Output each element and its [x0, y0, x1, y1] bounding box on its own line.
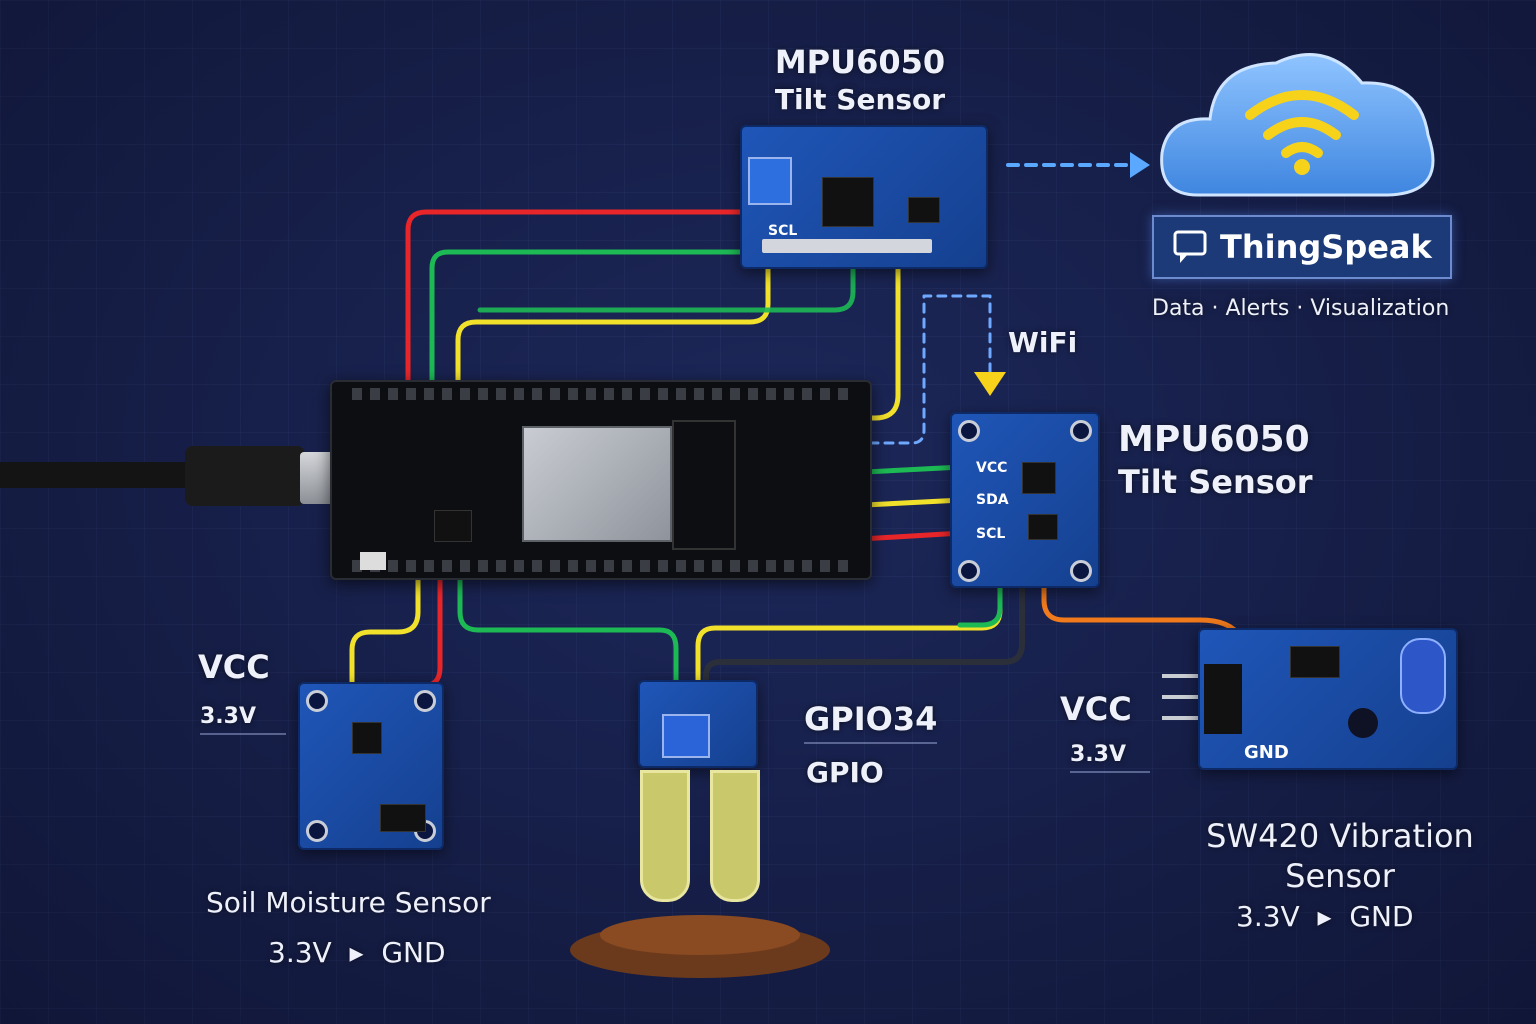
top-mpu6050-board: SCL [740, 125, 988, 269]
esp32-usb-chip [434, 510, 472, 542]
top-sensor-chip [822, 177, 874, 227]
vibration-sensor-name: SW420 Vibration Sensor [1190, 816, 1490, 896]
thingspeak-name: ThingSpeak [1220, 228, 1432, 266]
esp32-reset-button [360, 552, 386, 570]
vibration-capacitor [1400, 638, 1446, 714]
esp32-top-header [352, 388, 852, 400]
top-sensor-button [748, 157, 792, 205]
soil-sensor-regulator [380, 804, 426, 832]
wire-yellow-soil [349, 560, 421, 693]
right-sensor-title-line1: MPU6050 [1118, 419, 1310, 460]
probe-right-leg [710, 770, 760, 902]
right-sensor-pin-scl: SCL [976, 526, 1006, 542]
top-sensor-title-line2: Tilt Sensor [774, 83, 946, 116]
soil-sensor-name: Soil Moisture Sensor [206, 886, 491, 919]
chat-bubble-icon [1173, 230, 1207, 263]
right-sensor-small-chip [1028, 514, 1058, 540]
esp32-bottom-header [352, 560, 852, 572]
thingspeak-badge: ThingSpeak [1152, 215, 1452, 279]
vibration-voltage-label: 3.3V [1070, 742, 1150, 773]
top-sensor-pin-label: SCL [768, 223, 798, 239]
wire-green-probe [457, 560, 679, 688]
right-sensor-pin-sda: SDA [976, 492, 1009, 508]
probe-gpio-label: GPIO [806, 756, 884, 789]
soil-vcc-label: VCC [198, 648, 270, 686]
right-sensor-chip [1022, 462, 1056, 494]
thingspeak-tagline: Data · Alerts · Visualization [1152, 296, 1450, 321]
top-sensor-title-line1: MPU6050 [774, 43, 946, 81]
wire-yellow-top-sensor-scl [455, 242, 771, 388]
right-sensor-title-line2: Tilt Sensor [1118, 463, 1313, 501]
vibration-switch [1348, 708, 1378, 738]
probe-potentiometer [662, 714, 710, 758]
wifi-symbol-icon [1245, 90, 1359, 158]
vibration-gnd-label: GND [1244, 742, 1289, 763]
soil-power-line: 3.3V ▸ GND [268, 936, 446, 969]
vibration-chip [1290, 646, 1340, 678]
vibration-name-line2: Sensor [1285, 857, 1395, 895]
wire-green-right-bottom [957, 575, 1003, 628]
wifi-label: WiFi [1008, 326, 1078, 359]
soil-voltage-label: 3.3V [200, 704, 286, 735]
right-sensor-pin-vcc: VCC [976, 460, 1008, 476]
soil-moisture-board [298, 682, 444, 850]
vibration-vcc-label: VCC [1060, 690, 1132, 728]
cloud-arrow-head [1130, 152, 1150, 178]
vibration-power-line: 3.3V ▸ GND [1236, 900, 1414, 933]
usb-connector [185, 446, 305, 506]
wire-green-top-sensor [429, 249, 748, 388]
wifi-link-dashed [868, 294, 992, 445]
wire-yellow-probe [695, 575, 1003, 688]
probe-left-leg [640, 770, 690, 902]
wire-yellow-top-to-esp [842, 242, 901, 421]
vibration-name-line1: SW420 Vibration [1206, 817, 1474, 855]
sw420-vibration-board: GND [1198, 628, 1458, 770]
vibration-header [1204, 664, 1242, 734]
right-sensor-title: MPU6050 Tilt Sensor [1118, 418, 1313, 502]
top-sensor-title: MPU6050 Tilt Sensor [760, 44, 960, 118]
wire-red-top-sensor [405, 209, 748, 388]
probe-gpio34-label: GPIO34 [804, 700, 938, 744]
wifi-arrow-head [974, 372, 1006, 396]
cloud-icon [1160, 53, 1435, 197]
esp32-board [330, 380, 872, 580]
top-sensor-header [762, 239, 932, 253]
esp32-module-shield [522, 426, 672, 542]
usb-cable [0, 462, 200, 488]
esp32-antenna [672, 420, 736, 550]
moisture-probe-module [638, 680, 758, 768]
right-mpu6050-board: VCC SDA SCL [950, 412, 1100, 588]
soil-sensor-chip [352, 722, 382, 754]
wire-dark-probe [703, 575, 1025, 688]
wire-green-top-sensor-sda [477, 242, 856, 313]
top-sensor-small-chip [908, 197, 940, 223]
